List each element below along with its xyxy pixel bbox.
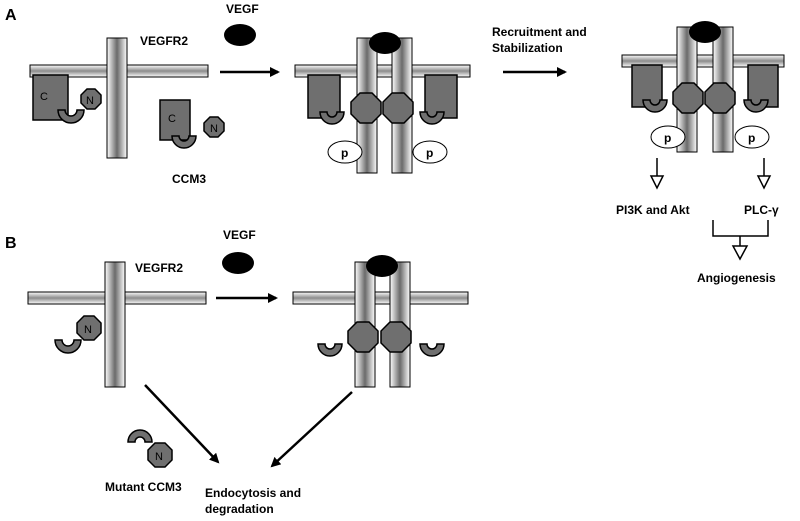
c-domain-label: C: [40, 91, 48, 103]
phospho-site: [412, 140, 448, 164]
ccm3-n-domain: [672, 82, 704, 114]
n-domain-label: N: [84, 324, 92, 336]
vegf-ligand: [689, 21, 721, 43]
cell-membrane: [292, 291, 469, 305]
ccm3-hinge: [743, 99, 769, 113]
recruitment-label: Recruitment and: [492, 25, 587, 39]
signal-arrowhead-pi3k: [649, 175, 665, 190]
mutant-ccm3-n-domain: [147, 442, 173, 468]
phospho-site: [327, 140, 363, 164]
cell-membrane: [294, 64, 471, 78]
mutant-ccm3-hinge: [127, 429, 153, 443]
endocytosis-label: Endocytosis and: [205, 486, 301, 500]
degradation-label: degradation: [205, 502, 274, 516]
mutant-ccm3-n-domain: [347, 321, 379, 353]
phospho-site: [734, 125, 770, 149]
stabilization-label: Stabilization: [492, 41, 563, 55]
vegfr2-receptor: [106, 37, 128, 159]
phospho-label: p: [426, 146, 433, 160]
ccm3-hinge: [57, 109, 85, 124]
angiogenesis-arrowhead: [731, 245, 749, 261]
phospho-label: p: [748, 131, 755, 145]
ccm3-n-domain: [350, 92, 382, 124]
convergence-bracket: [712, 220, 769, 237]
ccm3-n-domain: [382, 92, 414, 124]
vegf-ligand: [369, 32, 401, 54]
ccm3-n-domain: [80, 88, 102, 110]
n-domain-label: N: [155, 451, 163, 463]
ccm3-label: CCM3: [172, 172, 206, 186]
ccm3-c-domain: [307, 74, 341, 119]
mutant-ccm3-hinge: [54, 339, 82, 354]
vegf-ligand: [366, 255, 398, 277]
vegfr2-receptor: [104, 261, 126, 388]
ccm3-hinge: [319, 111, 345, 125]
panel-a-step3: p p PI3K and Akt PLC-γ Angiogenesis: [616, 21, 785, 285]
c-domain-label: C: [168, 113, 176, 125]
mutant-ccm3-n-domain: [380, 321, 412, 353]
phospho-label: p: [341, 146, 348, 160]
panel-a-step1: VEGFR2 C N C N CCM3: [29, 34, 225, 186]
cell-membrane: [621, 54, 785, 68]
panel-a-step2: p p: [294, 32, 471, 174]
n-domain-label: N: [210, 123, 218, 135]
degradation-arrow-left: [144, 384, 220, 464]
free-ccm3-n-domain: [203, 116, 225, 138]
mutant-ccm3-hinge: [317, 343, 343, 357]
panel-label-b: B: [5, 235, 17, 252]
ccm3-hinge: [419, 111, 445, 125]
angiogenesis-label: Angiogenesis: [697, 271, 776, 285]
phospho-label: p: [664, 131, 671, 145]
phospho-site: [650, 125, 686, 149]
vegfr2-label: VEGFR2: [140, 34, 188, 48]
vegf-label: VEGF: [226, 2, 259, 16]
n-domain-label: N: [86, 95, 94, 107]
ccm3-hinge: [642, 99, 668, 113]
vegfr2-label: VEGFR2: [135, 261, 183, 275]
mutant-ccm3-hinge: [419, 343, 445, 357]
mutant-ccm3-label: Mutant CCM3: [105, 480, 182, 494]
mutant-ccm3-n-domain: [76, 315, 102, 341]
vegf-ligand: [222, 252, 254, 274]
degradation-arrow-right: [270, 391, 353, 468]
pi3k-akt-label: PI3K and Akt: [616, 203, 690, 217]
vegf-ligand: [224, 24, 256, 46]
ccm3-c-domain: [424, 74, 458, 119]
free-mutant-ccm3: N Mutant CCM3: [105, 429, 182, 494]
panel-b-step1: VEGFR2 N: [27, 261, 207, 388]
signal-arrowhead-plc: [756, 175, 772, 190]
panel-label-a: A: [5, 7, 17, 24]
free-ccm3-hinge: [171, 135, 197, 149]
panel-b-step2: [292, 255, 469, 388]
free-ccm3-c-domain: [159, 99, 191, 141]
plc-gamma-label: PLC-γ: [744, 203, 779, 217]
ccm3-n-domain: [704, 82, 736, 114]
vegf-label: VEGF: [223, 228, 256, 242]
